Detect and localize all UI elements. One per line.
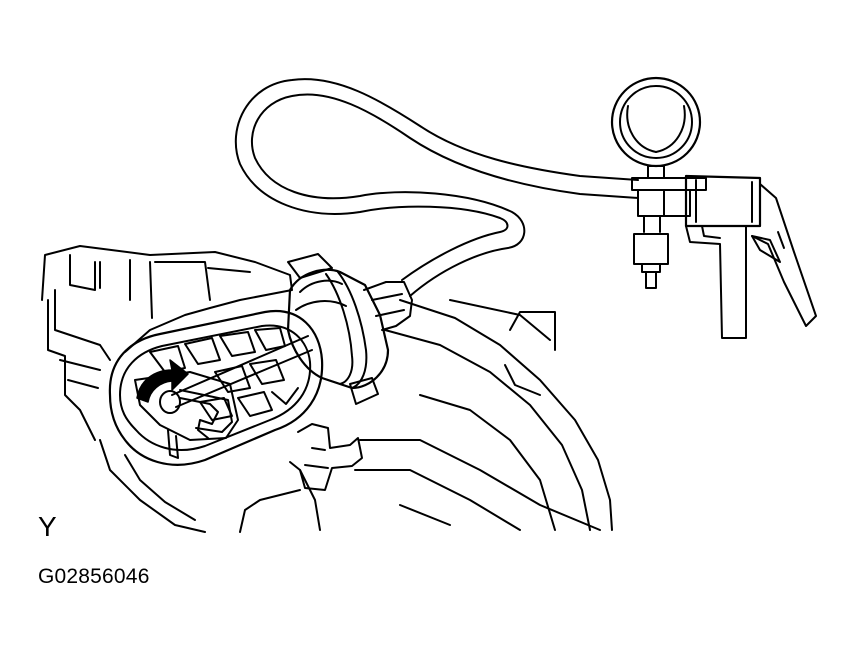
hand-vacuum-pump-icon bbox=[610, 76, 817, 339]
view-letter-label: Y bbox=[38, 511, 57, 542]
figure-code-label: G02856046 bbox=[38, 565, 150, 588]
vacuum-hose bbox=[234, 78, 639, 297]
vacuum-gauge-icon bbox=[610, 76, 702, 179]
vacuum-actuator-diaphragm bbox=[286, 253, 413, 405]
pivot-shaft bbox=[159, 390, 181, 414]
rotation-direction-arrow-icon bbox=[136, 359, 189, 403]
intake-manifold bbox=[41, 245, 613, 533]
throttle-body bbox=[108, 309, 324, 466]
